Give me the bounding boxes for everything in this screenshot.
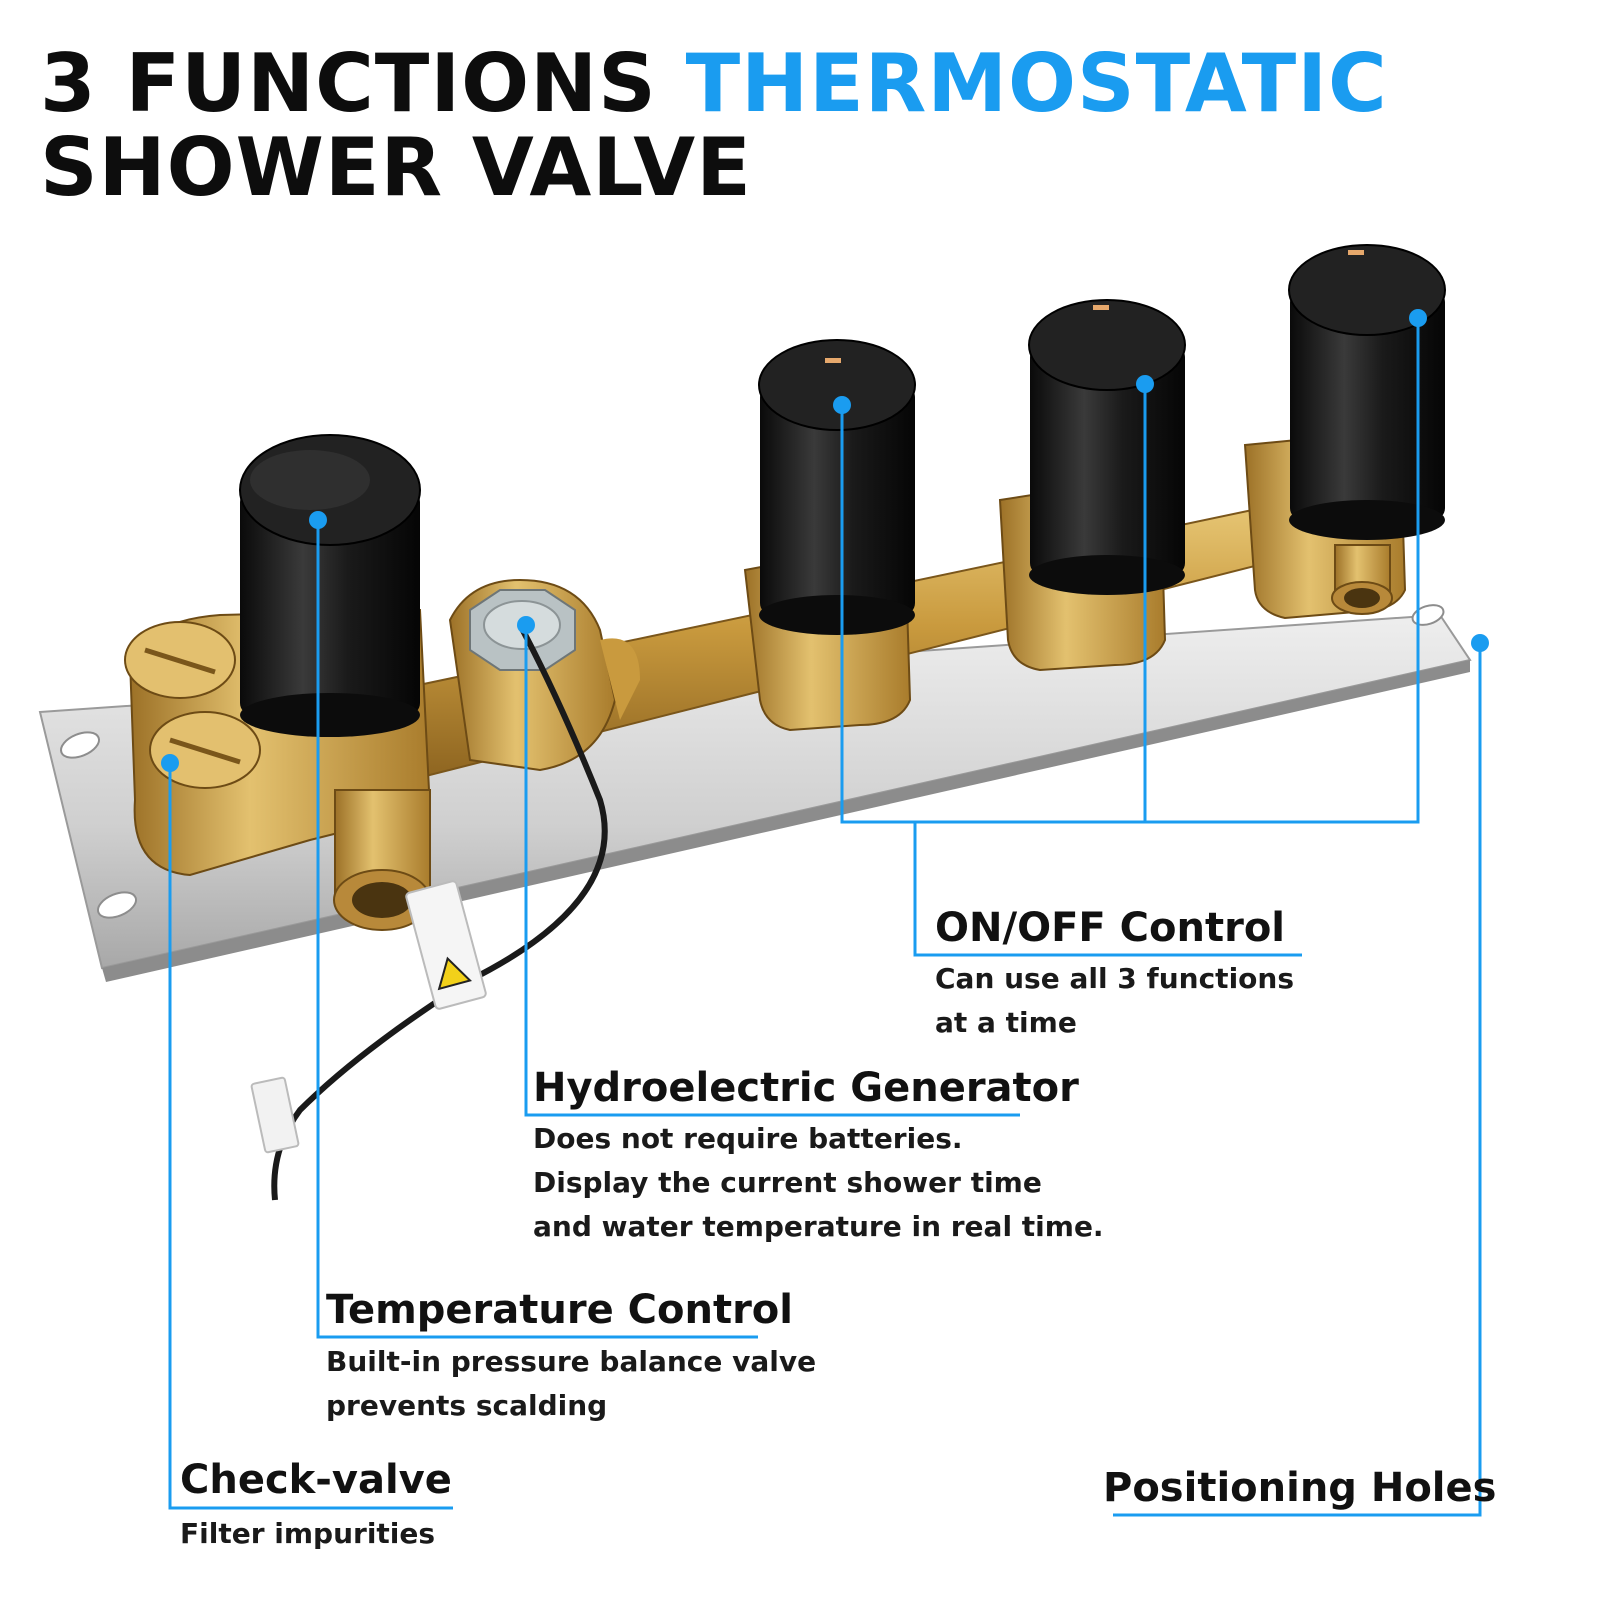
on-off-control-desc-line2: at a time	[935, 1006, 1077, 1039]
hydroelectric-generator-desc-line3: and water temperature in real time.	[533, 1210, 1104, 1243]
temperature-control-desc-line1: Built-in pressure balance valve	[326, 1345, 817, 1378]
title-part-blue: THERMOSTATIC	[685, 37, 1388, 130]
hydroelectric-generator-desc-line1: Does not require batteries.	[533, 1122, 963, 1155]
temperature-knob	[239, 434, 421, 737]
hydroelectric-generator-title: Hydroelectric Generator	[533, 1065, 1079, 1111]
indicator-mark	[1348, 250, 1364, 255]
warning-triangle-icon	[437, 956, 472, 991]
on-off-knob-2	[1028, 299, 1186, 595]
temperature-control-title: Temperature Control	[326, 1287, 793, 1333]
callout-leader-lines	[168, 318, 1482, 1517]
check-valve-title: Check-valve	[180, 1457, 452, 1503]
cable-warning-tag	[405, 880, 487, 1010]
hydroelectric-generator-desc-line2: Display the current shower time	[533, 1166, 1042, 1199]
positioning-hole-1	[60, 731, 100, 759]
page-subtitle: SHOWER VALVE	[40, 121, 752, 214]
on-off-control-title: ON/OFF Control	[935, 905, 1286, 951]
generator-cable	[271, 623, 608, 1201]
on-off-knob-1	[758, 339, 916, 635]
positioning-hole-2	[97, 891, 137, 919]
check-valve-desc-line1: Filter impurities	[180, 1517, 436, 1550]
title-part-black: 3 FUNCTIONS	[40, 37, 686, 130]
positioning-hole-3	[1411, 604, 1445, 626]
cable-label-tag	[250, 1076, 300, 1154]
page-title: 3 FUNCTIONS THERMOSTATIC	[40, 44, 1388, 124]
temperature-control-desc-line2: prevents scalding	[326, 1389, 608, 1422]
indicator-mark	[825, 358, 841, 363]
on-off-control-desc-line1: Can use all 3 functions	[935, 962, 1294, 995]
on-off-knob-3	[1288, 244, 1446, 540]
callout-dots	[161, 309, 1489, 772]
indicator-mark	[1093, 305, 1109, 310]
positioning-holes-title: Positioning Holes	[1103, 1465, 1497, 1511]
